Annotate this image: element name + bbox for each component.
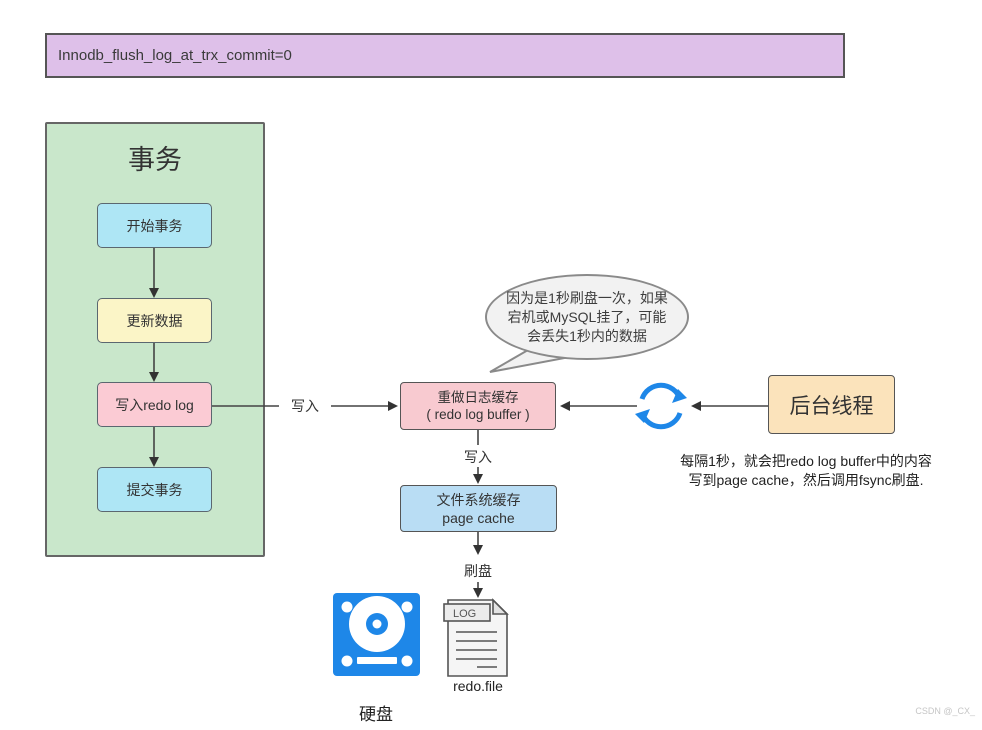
speech-bubble-line: 因为是1秒刷盘一次，如果 — [506, 289, 668, 306]
step-commit-transaction: 提交事务 — [97, 467, 212, 512]
step-write-redo-log: 写入redo log — [97, 382, 212, 427]
speech-bubble-line: 会丢失1秒内的数据 — [527, 327, 647, 344]
background-thread-label: 后台线程 — [789, 394, 874, 418]
background-thread-note: 每隔1秒，就会把redo log buffer中的内容 写到page cache… — [648, 452, 964, 490]
background-thread-node: 后台线程 — [768, 375, 895, 434]
disk-caption: 硬盘 — [359, 705, 393, 724]
edge-label-write-to-buffer: 写入 — [281, 396, 329, 416]
transaction-group-title: 事务 — [128, 145, 182, 175]
step-label: 更新数据 — [126, 312, 183, 329]
edge-label-write-to-cache: 写入 — [454, 447, 502, 467]
config-banner-label: Innodb_flush_log_at_trx_commit=0 — [58, 47, 292, 64]
note-line: 写到page cache，然后调用fsync刷盘. — [688, 472, 924, 488]
page-cache-title: 文件系统缓存 — [436, 491, 521, 508]
refresh-icon — [635, 382, 687, 430]
file-caption: redo.file — [453, 678, 503, 694]
step-label: 开始事务 — [126, 217, 183, 234]
redo-log-buffer-title: 重做日志缓存 — [437, 390, 519, 405]
step-label: 写入redo log — [115, 396, 194, 413]
note-line: 每隔1秒，就会把redo log buffer中的内容 — [680, 453, 932, 469]
log-file-icon: LOG — [443, 598, 509, 677]
redo-log-buffer-subtitle: ( redo log buffer ) — [426, 407, 530, 422]
log-badge-text: LOG — [453, 608, 476, 620]
arrowheads — [149, 288, 701, 598]
speech-bubble-line: 宕机或MySQL挂了，可能 — [507, 308, 667, 325]
page-cache-node: 文件系统缓存 page cache — [400, 485, 557, 532]
step-begin-transaction: 开始事务 — [97, 203, 212, 248]
edge-label-flush-to-disk: 刷盘 — [454, 561, 502, 581]
speech-bubble: 因为是1秒刷盘一次，如果 宕机或MySQL挂了，可能 会丢失1秒内的数据 — [485, 274, 689, 360]
step-update-data: 更新数据 — [97, 298, 212, 343]
watermark: CSDN @_CX_ — [915, 706, 975, 716]
page-cache-subtitle: page cache — [442, 509, 515, 526]
redo-log-buffer-node: 重做日志缓存 ( redo log buffer ) — [400, 382, 556, 430]
config-banner: Innodb_flush_log_at_trx_commit=0 — [45, 33, 845, 78]
step-label: 提交事务 — [126, 481, 183, 498]
hard-disk-icon — [333, 593, 420, 676]
